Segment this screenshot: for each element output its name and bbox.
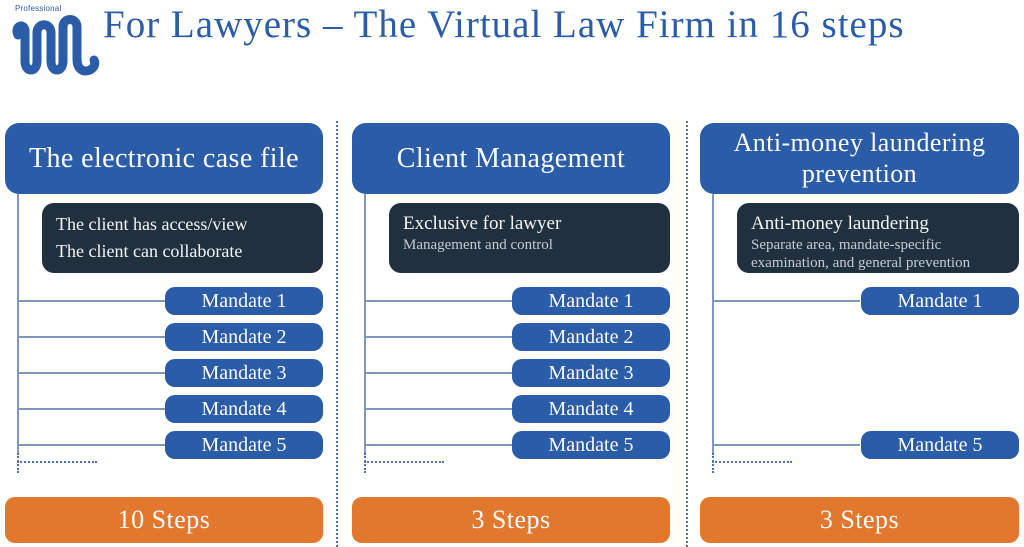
connector-row-5	[17, 444, 165, 446]
mandate-box-5: Mandate 5	[165, 431, 323, 459]
connector-row-5	[364, 444, 512, 446]
connector-row-3	[364, 372, 512, 374]
column-header-anti-money-laundering: Anti-money laundering prevention	[700, 123, 1019, 194]
column-title-electronic-case-file: The electronic case file	[29, 142, 299, 174]
logo-w-mark	[12, 15, 100, 76]
steps-badge-anti-money-laundering: 3 Steps	[700, 497, 1019, 543]
note-subtitle-client-management: Management and control	[403, 237, 553, 253]
note-title-anti-money-laundering: Anti-money laundering	[751, 213, 929, 234]
dotted-continuation-vertical	[17, 453, 19, 473]
page-title: For Lawyers – The Virtual Law Firm in 16…	[103, 3, 905, 46]
mandate-box-3: Mandate 3	[512, 359, 670, 387]
connector-row-5	[712, 444, 860, 446]
dotted-continuation-vertical	[364, 453, 366, 473]
column-divider-1	[336, 121, 338, 547]
mandate-box-1: Mandate 1	[861, 287, 1019, 315]
connector-row-2	[364, 336, 512, 338]
connector-row-4	[364, 408, 512, 410]
mandate-box-4: Mandate 4	[512, 395, 670, 423]
column-divider-2	[686, 121, 688, 547]
connector-row-2	[17, 336, 165, 338]
logo: Professional	[8, 3, 106, 81]
column-header-electronic-case-file: The electronic case file	[5, 123, 323, 194]
column-title-anti-money-laundering: Anti-money laundering prevention	[733, 127, 986, 188]
note-subtitle-anti-money-laundering: Separate area, mandate-specific examinat…	[751, 237, 971, 271]
connector-row-1	[712, 300, 860, 302]
connector-row-3	[17, 372, 165, 374]
mandate-box-3: Mandate 3	[165, 359, 323, 387]
mandate-box-5: Mandate 5	[861, 431, 1019, 459]
dotted-continuation-horizontal	[712, 461, 792, 463]
steps-badge-client-management: 3 Steps	[352, 497, 670, 543]
note-line-2: The client can collaborate	[56, 241, 243, 261]
dotted-continuation-vertical	[712, 453, 714, 473]
mandate-box-4: Mandate 4	[165, 395, 323, 423]
mandate-box-2: Mandate 2	[512, 323, 670, 351]
column-header-client-management: Client Management	[352, 123, 670, 194]
mandate-box-1: Mandate 1	[165, 287, 323, 315]
connector-row-1	[17, 300, 165, 302]
steps-badge-electronic-case-file: 10 Steps	[5, 497, 323, 543]
mandate-box-5: Mandate 5	[512, 431, 670, 459]
connector-trunk-client-management	[364, 194, 366, 453]
note-line-1: The client has access/view	[56, 214, 248, 234]
connector-row-4	[17, 408, 165, 410]
logo-professional-text: Professional	[15, 4, 62, 13]
column-title-client-management: Client Management	[396, 142, 626, 174]
dotted-continuation-horizontal	[364, 461, 444, 463]
dotted-continuation-horizontal	[17, 461, 97, 463]
connector-trunk-electronic-case-file	[17, 194, 19, 453]
connector-row-1	[364, 300, 512, 302]
connector-trunk-anti-money-laundering	[712, 194, 714, 453]
note-title-client-management: Exclusive for lawyer	[403, 213, 562, 234]
mandate-box-1: Mandate 1	[512, 287, 670, 315]
mandate-box-2: Mandate 2	[165, 323, 323, 351]
